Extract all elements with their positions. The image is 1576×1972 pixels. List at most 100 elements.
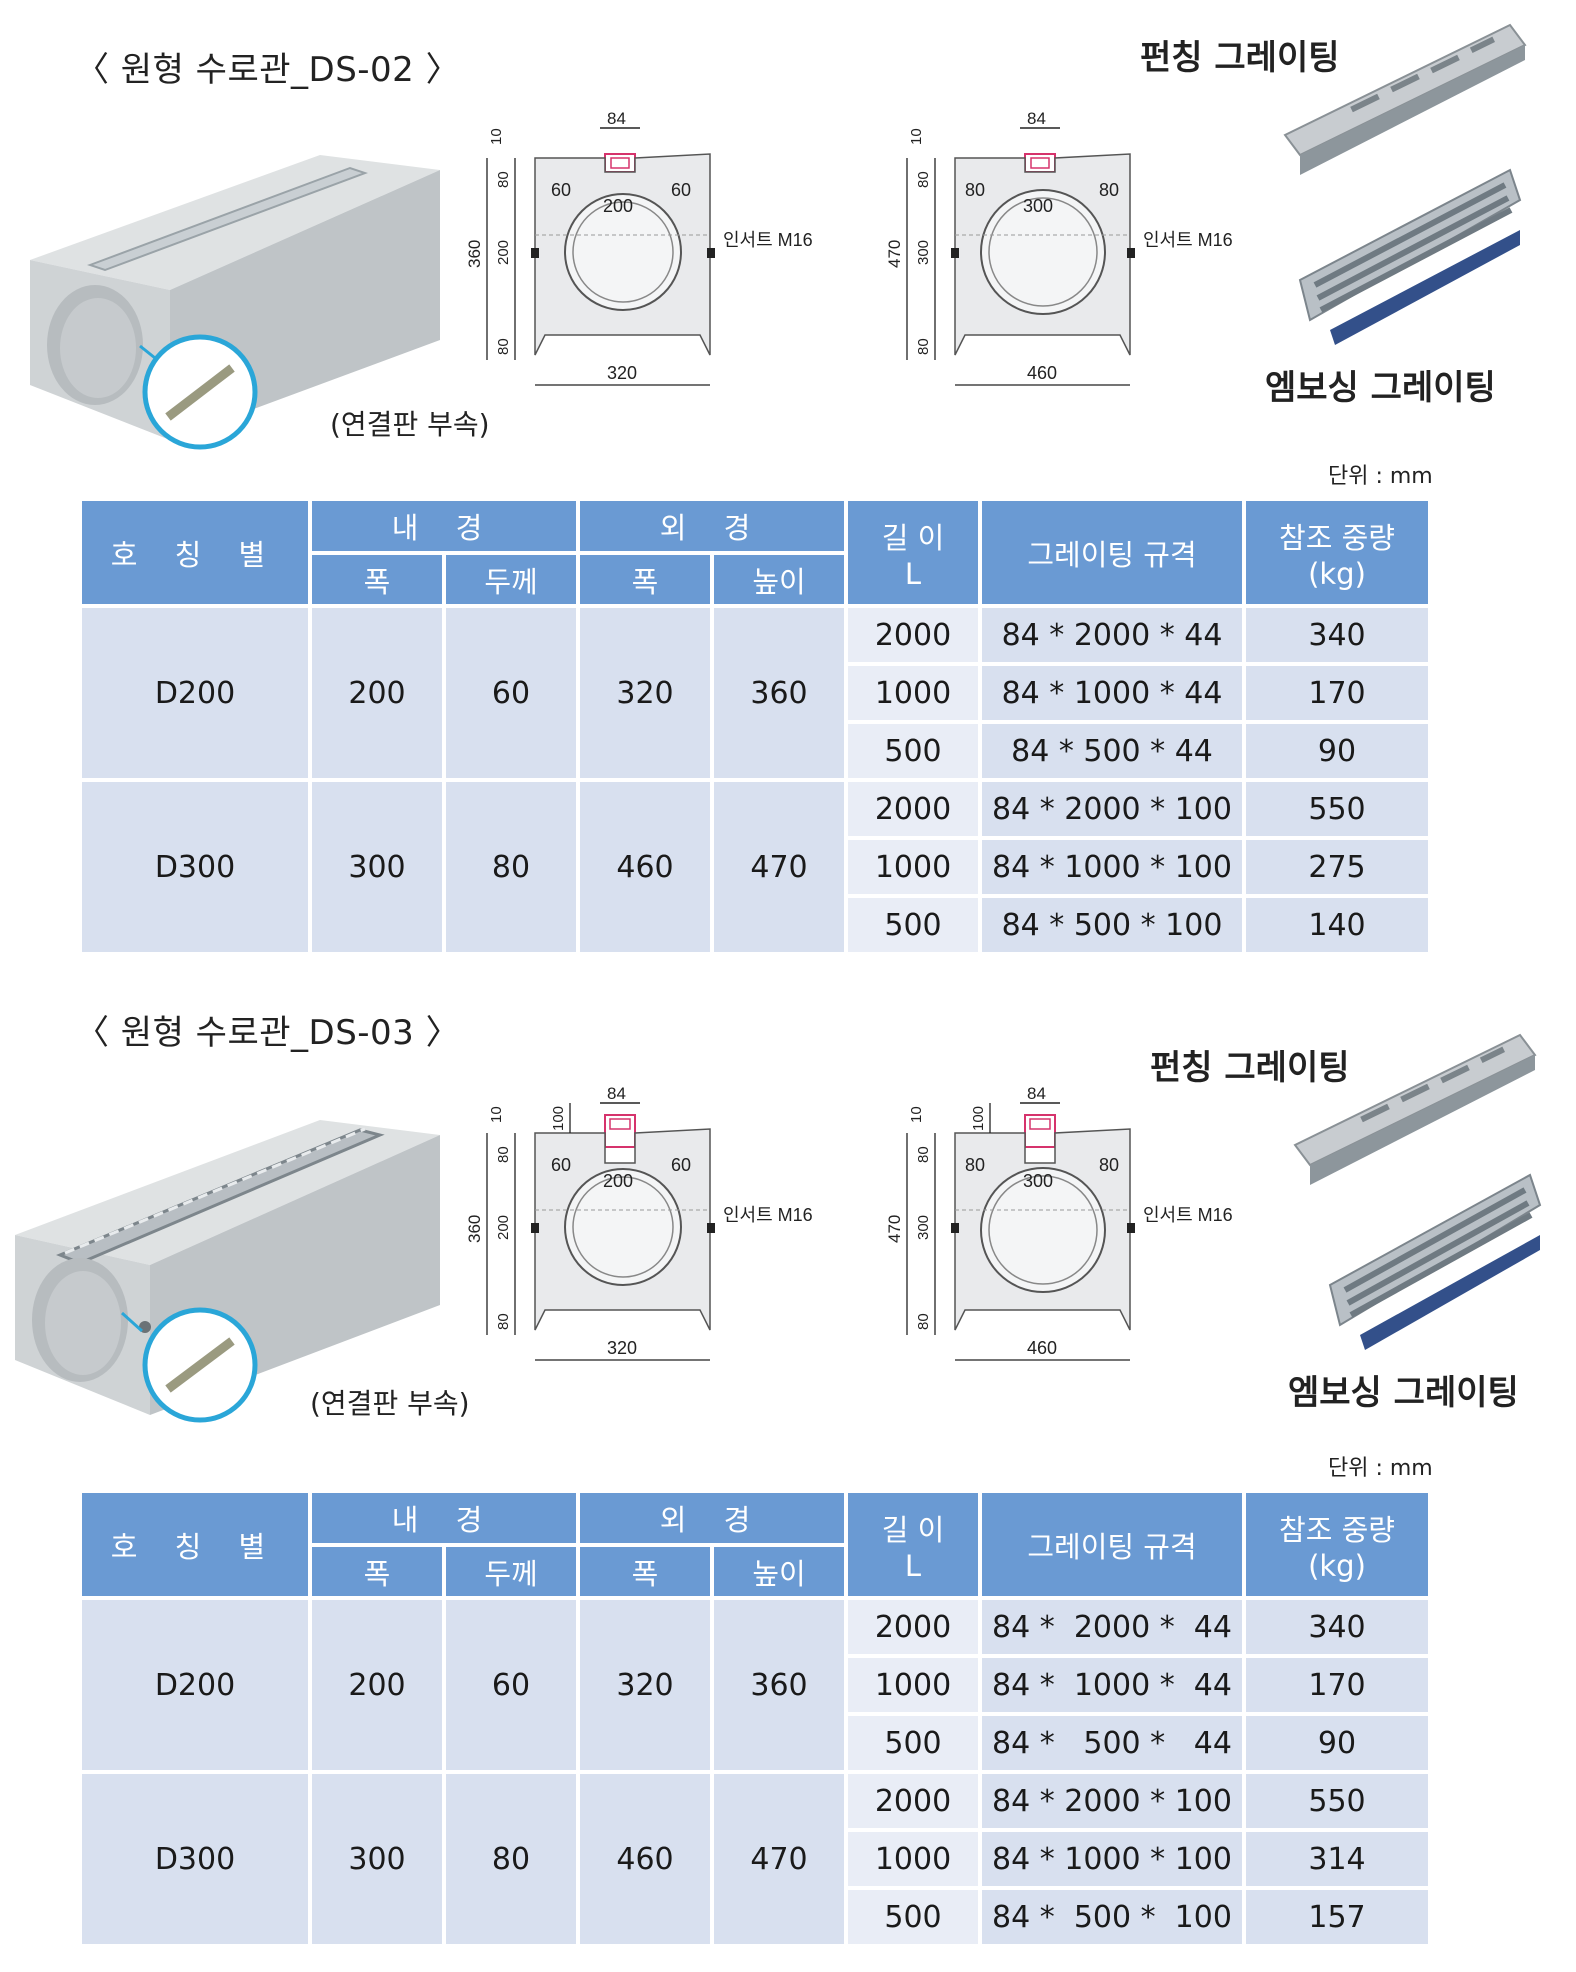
cell-weight: 157 [1246, 1890, 1428, 1944]
concrete-channel-image [15, 1120, 440, 1423]
cell-grating: 84 * 1000 * 44 [982, 666, 1242, 720]
dim-base: 320 [607, 1338, 637, 1358]
header-weight: 참조 중량(kg) [1246, 501, 1428, 604]
dim-wall-right: 60 [671, 180, 691, 200]
cell-length: 2000 [848, 1600, 978, 1654]
concrete-channel-image [30, 155, 440, 450]
dim-height: 470 [885, 240, 904, 268]
cell-length: 500 [848, 724, 978, 778]
dim-top-width: 84 [1027, 109, 1046, 128]
section-title: 〈 원형 수로관_DS-03 〉 [75, 1013, 461, 1053]
cell-weight: 314 [1246, 1832, 1428, 1886]
dim-wall-right: 80 [1099, 180, 1119, 200]
cell-grating: 84 * 2000 * 100 [982, 1774, 1242, 1828]
cell-length: 500 [848, 1890, 978, 1944]
insert-label: 인서트 M16 [1143, 1205, 1233, 1225]
cell-grating: 84 * 2000 * 44 [982, 608, 1242, 662]
embossing-grating-title: 엠보싱 그레이팅 [1288, 1373, 1519, 1413]
cell-name: D200 [82, 1600, 308, 1770]
header-inner-thickness: 두께 [446, 1547, 576, 1596]
connector-note: (연결판 부속) [330, 408, 490, 441]
cell-length: 1000 [848, 1658, 978, 1712]
table-row: 1000 84 * 1000 * 44 170 [82, 666, 1428, 720]
dim-seg1: 80 [915, 171, 932, 188]
dim-seg3: 80 [915, 1313, 932, 1330]
cell-outer-height: 470 [714, 1774, 844, 1944]
cell-inner-thickness: 80 [446, 1774, 576, 1944]
section-title: 〈 원형 수로관_DS-02 〉 [75, 50, 461, 90]
dim-top10: 10 [908, 1106, 925, 1123]
cell-weight: 170 [1246, 1658, 1428, 1712]
dim-seg2: 200 [495, 1215, 512, 1240]
cell-weight: 140 [1246, 898, 1428, 952]
unit-label: 단위 : mm [1328, 1456, 1433, 1481]
cell-length: 1000 [848, 1832, 978, 1886]
cell-grating: 84 * 1000 * 100 [982, 1832, 1242, 1886]
cross-section-d200: 84 60 60 200 10 360 80 200 80 320 인서트 M1… [465, 109, 813, 386]
cell-grating: 84 * 1000 * 44 [982, 1658, 1242, 1712]
cell-name: D300 [82, 1774, 308, 1944]
table-row: D200 200 60 320 360 2000 84 * 2000 * 44 … [82, 608, 1428, 778]
unit-label: 단위 : mm [1328, 464, 1433, 489]
header-inner-width: 폭 [312, 1547, 442, 1596]
cell-inner-width: 200 [312, 1600, 442, 1770]
cell-length: 500 [848, 1716, 978, 1770]
cross-section-d300: 84 80 80 300 10 100 470 80 300 80 460 인서… [885, 1084, 1233, 1361]
dim-base: 460 [1027, 363, 1057, 383]
cell-name: D200 [82, 608, 308, 778]
cell-grating: 84 * 500 * 100 [982, 898, 1242, 952]
cell-grating: 84 * 500 * 44 [982, 1716, 1242, 1770]
insert-label: 인서트 M16 [723, 230, 813, 250]
header-outer-width: 폭 [580, 1547, 710, 1596]
cell-outer-height: 470 [714, 782, 844, 952]
header-outer: 외 경 [580, 1493, 844, 1543]
header-outer-height: 높이 [714, 1547, 844, 1596]
cross-section-d200: 84 60 60 200 10 100 360 80 200 80 320 인서… [465, 1084, 813, 1361]
cell-inner-thickness: 60 [446, 608, 576, 778]
dim-inner: 300 [1023, 196, 1053, 216]
embossing-grating-image [1298, 168, 1522, 345]
connector-note: (연결판 부속) [310, 1387, 470, 1420]
cell-grating: 84 * 1000 * 100 [982, 840, 1242, 894]
dim-wall-left: 60 [551, 180, 571, 200]
header-grating: 그레이팅 규격 [982, 1493, 1242, 1596]
dim-inner: 200 [603, 1171, 633, 1191]
table-row: D300 300 80 460 470 2000 84 * 2000 * 100… [82, 1774, 1428, 1944]
insert-label: 인서트 M16 [1143, 230, 1233, 250]
section-ds02: 〈 원형 수로관_DS-02 〉 (연결판 부속) 84 60 60 200 1… [0, 0, 1576, 980]
dim-height: 360 [465, 1215, 484, 1243]
cell-inner-width: 300 [312, 782, 442, 952]
dim-seg1: 80 [915, 1146, 932, 1163]
embossing-grating-title: 엠보싱 그레이팅 [1265, 368, 1496, 408]
cell-weight: 550 [1246, 1774, 1428, 1828]
punching-grating-image [1293, 1033, 1537, 1185]
cell-weight: 340 [1246, 1600, 1428, 1654]
dim-seg1: 80 [495, 171, 512, 188]
insert-label: 인서트 M16 [723, 1205, 813, 1225]
cell-grating: 84 * 2000 * 100 [982, 782, 1242, 836]
cell-outer-width: 320 [580, 608, 710, 778]
dim-wall-left: 80 [965, 180, 985, 200]
dim-wall-right: 80 [1099, 1155, 1119, 1175]
cell-weight: 275 [1246, 840, 1428, 894]
dim-seg2: 300 [915, 1215, 932, 1240]
cell-grating: 84 * 2000 * 44 [982, 1600, 1242, 1654]
header-weight: 참조 중량(kg) [1246, 1493, 1428, 1596]
cell-inner-thickness: 60 [446, 1600, 576, 1770]
dim-top10: 10 [488, 128, 505, 145]
header-name: 호 칭 별 [82, 501, 308, 604]
table-row: 500 84 * 500 * 100 140 [82, 898, 1428, 952]
header-grating: 그레이팅 규격 [982, 501, 1242, 604]
dim-top10: 10 [908, 128, 925, 145]
punching-grating-title: 펀칭 그레이팅 [1150, 1048, 1350, 1088]
dim-height: 470 [885, 1215, 904, 1243]
embossing-grating-image [1328, 1173, 1542, 1350]
dim-inner: 200 [603, 196, 633, 216]
dim-seg3: 80 [495, 1313, 512, 1330]
dim-seg3: 80 [915, 338, 932, 355]
header-outer: 외 경 [580, 501, 844, 551]
dim-seg1: 80 [495, 1146, 512, 1163]
